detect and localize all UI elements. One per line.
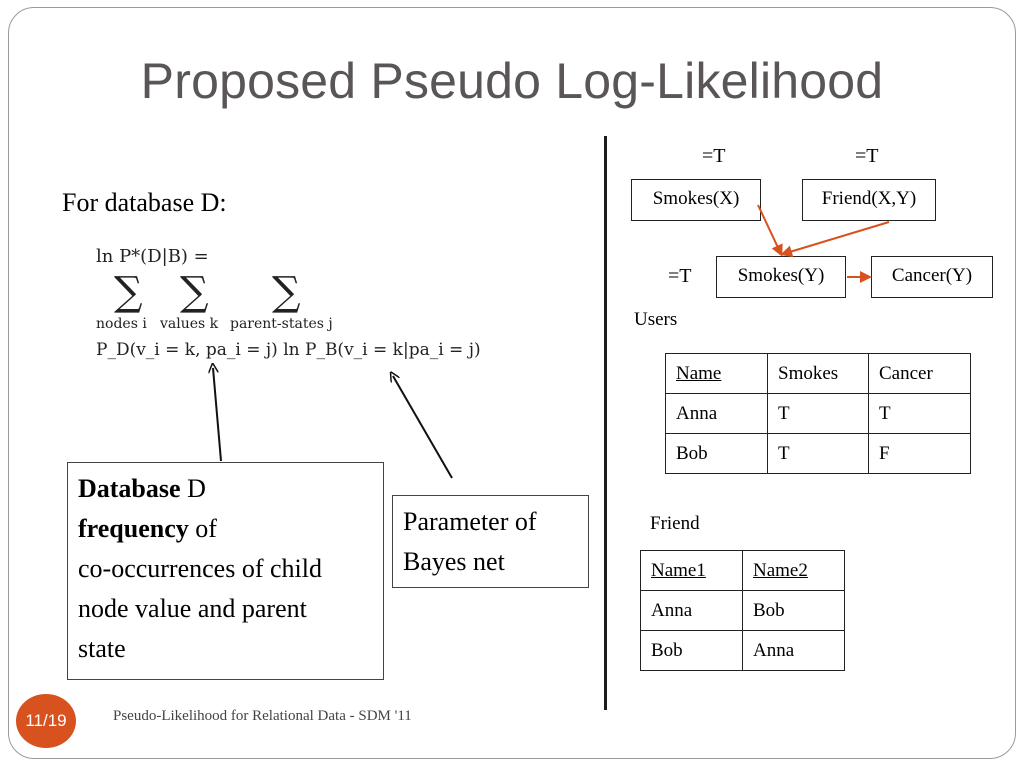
node-smokes-x: Smokes(X) (631, 179, 761, 221)
table-header-cell: Name (665, 353, 768, 394)
table-row: Bob T F (665, 433, 971, 474)
table-row: Name1 Name2 (640, 550, 845, 591)
formula-rhs: P_D(v_i = k, pa_i = j) ln P_B(v_i = k|pa… (96, 340, 481, 360)
table-row: Bob Anna (640, 630, 845, 671)
callout-line-5: state (78, 634, 126, 663)
sum-parents-label: parent-states j (230, 316, 333, 332)
intro-text: For database D: (62, 188, 227, 217)
users-table-label: Users (634, 309, 678, 330)
sum-parents-symbol: ∑ (272, 269, 301, 315)
footer-text: Pseudo-Likelihood for Relational Data - … (113, 708, 412, 724)
table-cell: T (868, 393, 971, 434)
table-header-cell: Name2 (742, 550, 845, 591)
table-cell: Bob (640, 630, 743, 671)
table-cell: T (767, 433, 869, 474)
table-cell: Anna (665, 393, 768, 434)
frequency-bold: frequency (78, 514, 189, 543)
slide-frame (8, 7, 1016, 759)
table-cell: Anna (742, 630, 845, 671)
table-row: Anna T T (665, 393, 971, 434)
table-header-cell: Smokes (767, 353, 869, 394)
table-header-cell: Name1 (640, 550, 743, 591)
users-table: Name Smokes Cancer Anna T T Bob T F (665, 353, 971, 474)
of-text: of (188, 514, 217, 543)
page-number-badge: 11/19 (16, 694, 76, 748)
friend-table-label: Friend (650, 513, 700, 534)
table-cell: Anna (640, 590, 743, 631)
callout-line-3: co-occurrences of child (78, 554, 322, 583)
table-header-cell: Cancer (868, 353, 971, 394)
vertical-divider (604, 136, 607, 710)
friend-xy-evidence: =T (855, 145, 879, 167)
sum-nodes-symbol: ∑ (114, 269, 143, 315)
formula-lhs: ln P*(D|B) = (96, 246, 209, 267)
sum-nodes-label: nodes i (96, 316, 147, 332)
database-arrow (213, 368, 222, 462)
table-row: Anna Bob (640, 590, 845, 631)
database-bold: Database (78, 474, 181, 503)
smokes-y-evidence: =T (668, 265, 692, 287)
database-frequency-callout: Database D frequency of co-occurrences o… (67, 462, 384, 680)
parameter-callout: Parameter of Bayes net (392, 495, 589, 588)
node-smokes-y: Smokes(Y) (716, 256, 846, 298)
sum-values-symbol: ∑ (180, 269, 209, 315)
friend-table: Name1 Name2 Anna Bob Bob Anna (640, 550, 845, 671)
node-cancer-y: Cancer(Y) (871, 256, 993, 298)
callout-line-4: node value and parent (78, 594, 307, 623)
smokes-x-evidence: =T (702, 145, 726, 167)
table-row: Name Smokes Cancer (665, 353, 971, 394)
edge-friend-xy-to-smokes-y (780, 221, 890, 258)
node-friend-xy: Friend(X,Y) (802, 179, 936, 221)
database-d-text: D (180, 474, 206, 503)
table-cell: F (868, 433, 971, 474)
parameter-arrow (393, 376, 453, 479)
edge-smokes-x-to-smokes-y (757, 204, 783, 257)
sum-values-label: values k (160, 316, 219, 332)
table-cell: Bob (742, 590, 845, 631)
slide-title: Proposed Pseudo Log-Likelihood (140, 53, 884, 109)
